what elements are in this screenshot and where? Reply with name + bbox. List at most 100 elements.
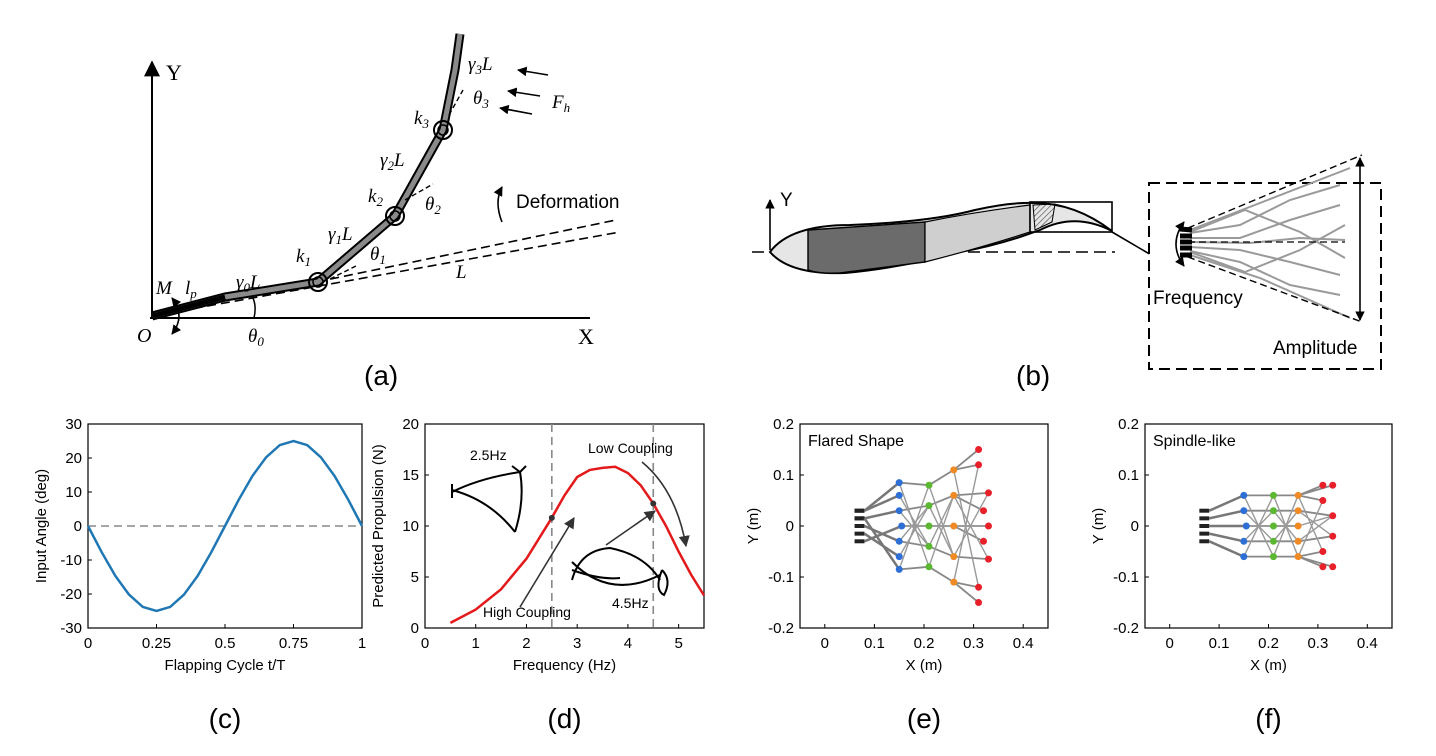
- marker-point: [650, 500, 657, 507]
- panel-b-label: (b): [1016, 360, 1050, 391]
- green-node: [1269, 522, 1277, 530]
- axis-x-label: X: [578, 324, 594, 349]
- fin-ray: [863, 481, 900, 512]
- red-node: [1319, 497, 1327, 504]
- annotation-arrow: [605, 510, 656, 546]
- x-tick-label: 1: [472, 635, 480, 652]
- fin-ray: [1297, 484, 1333, 497]
- fin-ray: [898, 482, 930, 568]
- force-arrow: [517, 66, 549, 77]
- blue-node: [1240, 553, 1248, 561]
- fin-ray: [953, 469, 980, 588]
- red-node: [1319, 481, 1327, 489]
- y-tick-label: 20: [65, 450, 82, 467]
- deformation-arrow: [493, 186, 503, 223]
- input-angle-line: [86, 439, 364, 613]
- green-node: [1269, 553, 1277, 561]
- orange-node: [950, 578, 958, 586]
- blue-node: [895, 565, 903, 573]
- inset-fins: [1189, 167, 1351, 319]
- x-tick-label: 0.4: [1357, 635, 1378, 652]
- fin-ray: [928, 495, 955, 547]
- fin-ray: [1297, 510, 1334, 537]
- red-node: [984, 555, 992, 563]
- fin-ray: [1298, 509, 1333, 517]
- theta3-ext: [448, 89, 464, 116]
- deformation-label: Deformation: [516, 192, 620, 213]
- gamma3-label: γ3L: [468, 54, 493, 77]
- fin-ray: [864, 524, 903, 543]
- blue-node: [895, 507, 903, 515]
- y-tick-label: 0: [786, 518, 794, 535]
- green-node: [925, 522, 933, 530]
- x-tick-label: 0: [421, 635, 429, 652]
- fin-ray: [863, 494, 900, 512]
- fin-ray: [1297, 550, 1324, 558]
- theta0-label: θ0: [248, 326, 264, 349]
- x-axis-label: Frequency (Hz): [513, 657, 616, 674]
- theta3-label: θ3: [473, 88, 489, 111]
- y-tick-label: 0.2: [1118, 416, 1139, 433]
- fin-ray: [953, 463, 979, 471]
- red-node: [1319, 548, 1327, 555]
- y-tick-label: 0: [411, 620, 419, 637]
- fin-ray: [898, 484, 930, 570]
- beam-rigid: [151, 294, 226, 319]
- orange-node: [1294, 537, 1302, 545]
- moment-arrow: [171, 297, 182, 335]
- x-axis-label: Flapping Cycle t/T: [165, 657, 286, 674]
- moment-label: M: [155, 278, 173, 299]
- fish-midbody: [924, 204, 1031, 263]
- x-tick-label: 1: [358, 635, 366, 652]
- fin-ray: [953, 581, 979, 589]
- red-node: [975, 461, 983, 469]
- blue-node: [1242, 522, 1250, 530]
- red-node: [984, 522, 992, 530]
- panel-label: (f): [1255, 703, 1281, 734]
- y-tick-label: 0: [74, 518, 82, 535]
- x-axis-label: X (m): [1250, 657, 1287, 674]
- fin-ray: [928, 494, 955, 507]
- x-tick-label: 0: [1166, 635, 1174, 652]
- fin-ray: [863, 517, 901, 571]
- x-tick-label: 0.2: [1258, 635, 1279, 652]
- blue-node: [895, 491, 903, 499]
- orange-node: [1294, 491, 1302, 499]
- panel-a-label: (a): [364, 360, 398, 391]
- red-node: [1319, 563, 1327, 571]
- x-tick-label: 3: [573, 635, 581, 652]
- blue-node: [895, 553, 903, 561]
- fin-ray: [953, 448, 980, 471]
- y-tick-label: -10: [60, 552, 82, 569]
- y-tick-label: -30: [60, 620, 82, 637]
- y-tick-label: -0.1: [1113, 569, 1139, 586]
- sketch-low-coupling: [571, 546, 669, 597]
- orange-node: [950, 553, 958, 561]
- x-tick-label: 0.2: [914, 635, 935, 652]
- orange-node: [1294, 507, 1302, 515]
- fin-ray: [953, 494, 984, 512]
- theta0-arc: [251, 295, 256, 319]
- y-tick-label: 0.2: [773, 416, 794, 433]
- y-tick-label: 0: [1131, 518, 1139, 535]
- sketch-high-coupling: [451, 465, 527, 533]
- red-node: [980, 537, 988, 545]
- y-axis-label: Y (m): [1090, 508, 1107, 544]
- panel-label: (c): [209, 703, 242, 734]
- y-tick-label: 10: [402, 518, 419, 535]
- gamma2-label: γ2L: [380, 150, 405, 173]
- k2-label: k2: [368, 186, 383, 209]
- annotation-low-coupling: Low Coupling: [588, 440, 673, 456]
- frequency-arrow: [1175, 221, 1185, 267]
- joint-k1: [312, 276, 324, 288]
- gamma1-label: γ1L: [328, 224, 353, 247]
- fin-ray: [1298, 535, 1333, 543]
- red-node: [984, 489, 992, 497]
- fin-ray: [1208, 494, 1245, 512]
- propulsion-line: [449, 465, 706, 625]
- x-tick-label: 0.25: [142, 635, 171, 652]
- joint-k3: [433, 120, 453, 140]
